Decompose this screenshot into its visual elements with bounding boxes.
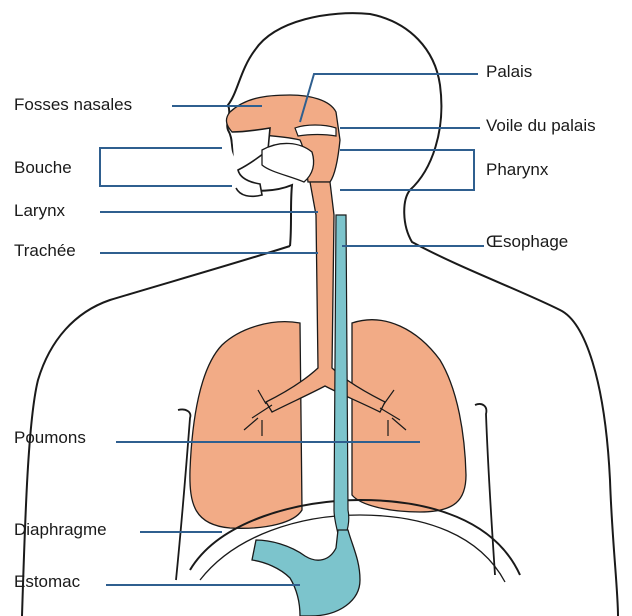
label-larynx: Larynx xyxy=(14,201,65,221)
label-bouche: Bouche xyxy=(14,158,72,178)
label-fosses-nasales: Fosses nasales xyxy=(14,95,132,115)
leader-palais xyxy=(300,74,478,122)
label-estomac: Estomac xyxy=(14,572,80,592)
label-diaphragme: Diaphragme xyxy=(14,520,107,540)
label-voile-du-palais: Voile du palais xyxy=(486,116,596,136)
bracket-bouche xyxy=(100,148,232,186)
label-poumons: Poumons xyxy=(14,428,86,448)
bracket-pharynx xyxy=(340,150,474,190)
label-oesophage: Œsophage xyxy=(486,232,568,252)
label-pharynx: Pharynx xyxy=(486,160,548,180)
label-trachee: Trachée xyxy=(14,241,76,261)
label-palais: Palais xyxy=(486,62,532,82)
